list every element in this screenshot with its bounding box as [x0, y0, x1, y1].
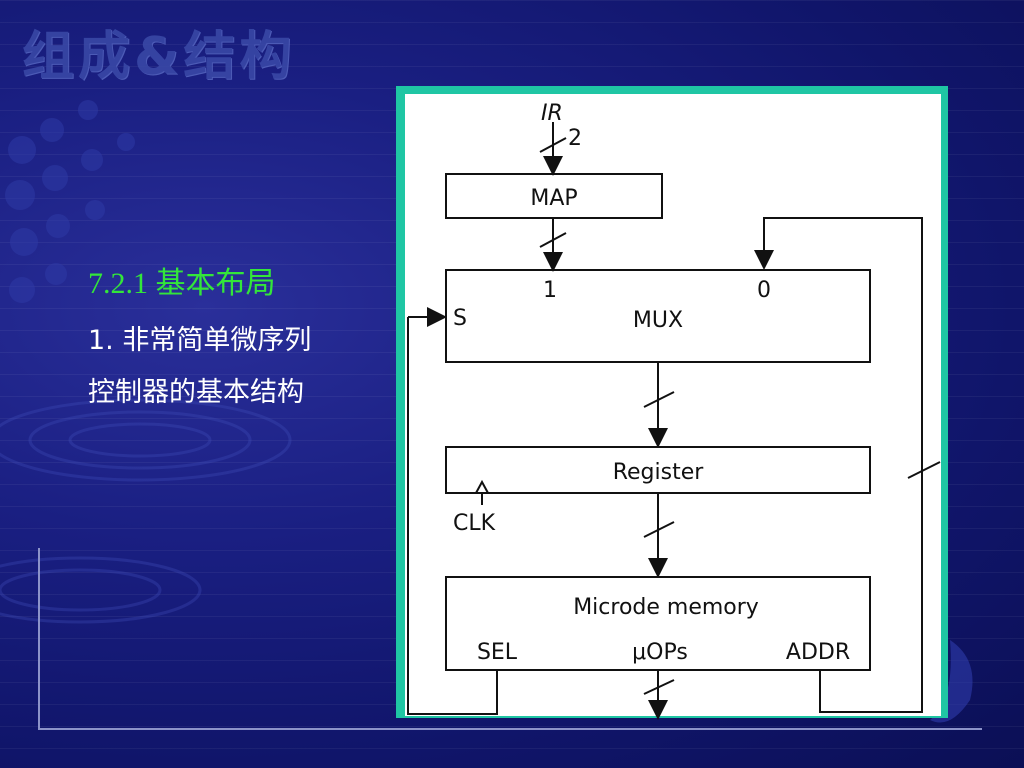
uops-label: μOPs — [632, 640, 688, 665]
ir-width-label: 2 — [568, 126, 582, 151]
addr-label: ADDR — [786, 640, 850, 665]
clk-triangle — [475, 479, 489, 494]
frame-line-bottom — [38, 728, 982, 730]
map-label: MAP — [530, 186, 577, 211]
mux-bus-tick — [643, 391, 675, 408]
description-line-1: 1. 非常简单微序列 — [88, 325, 312, 356]
clk-label: CLK — [453, 511, 496, 536]
slide-title: 组成&结构 — [22, 27, 296, 87]
section-heading: 7.2.1 基本布局 — [88, 267, 276, 300]
frame-line-left — [38, 548, 40, 728]
register-label: Register — [613, 460, 705, 485]
description-line-2: 控制器的基本结构 — [88, 377, 304, 408]
register-bus-tick — [643, 521, 675, 538]
memory-label: Microde memory — [573, 595, 759, 620]
addr-feedback-line — [754, 217, 923, 713]
uops-bus-tick — [643, 679, 675, 695]
ir-bus-tick — [539, 137, 567, 153]
mux-select-label: S — [453, 306, 467, 331]
ir-label: IR — [541, 101, 563, 126]
diagram-panel — [405, 94, 941, 716]
mux-label: MUX — [633, 308, 683, 333]
sel-label: SEL — [477, 640, 518, 665]
feedback-bus-tick — [907, 461, 941, 479]
mux-input-0-label: 0 — [757, 278, 771, 303]
sel-feedback-line — [407, 317, 498, 715]
mux-input-1-label: 1 — [543, 278, 557, 303]
map-bus-tick — [539, 232, 567, 248]
